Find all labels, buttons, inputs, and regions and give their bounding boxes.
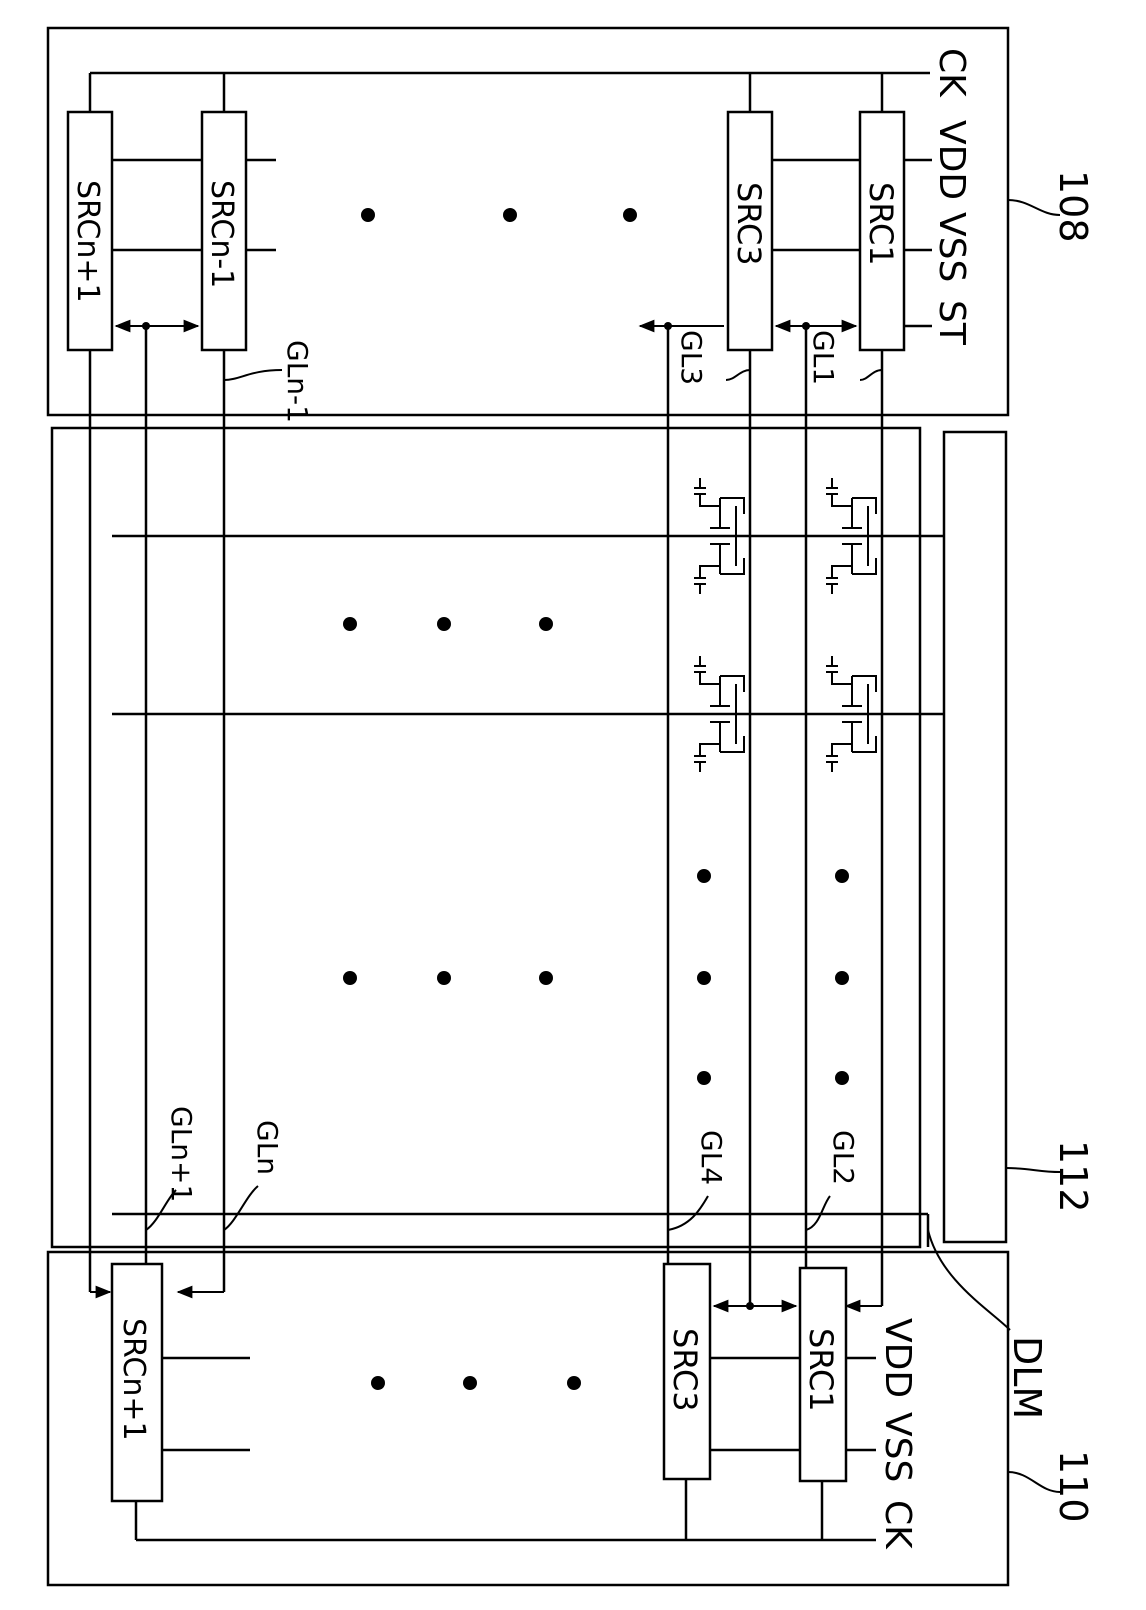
gl1-label: GL1 xyxy=(807,330,840,385)
bottom-srcn1-label: SRCn+1 xyxy=(116,1318,151,1441)
top-vss-label: VSS xyxy=(931,212,972,282)
top-ck-label: CK xyxy=(931,48,972,98)
data-driver-112 xyxy=(944,432,1006,1242)
leader-gln xyxy=(224,1186,258,1230)
bottom-ellipsis-dot xyxy=(371,1376,385,1390)
bottom-src3-label: SRC3 xyxy=(666,1328,704,1412)
ref-112-label: 112 xyxy=(1051,1140,1095,1213)
ref-110-label: 110 xyxy=(1051,1450,1095,1523)
leader-gln_1 xyxy=(224,370,282,380)
top-src1-label: SRC1 xyxy=(862,182,900,266)
top-st-label: ST xyxy=(931,300,972,346)
top-ellipsis-dot xyxy=(361,208,375,222)
gl4-label: GL4 xyxy=(695,1130,728,1185)
bottom-ck-label: CK xyxy=(877,1500,918,1550)
panel-ellipsis-dot xyxy=(343,617,357,631)
gln_1-label: GLn-1 xyxy=(281,340,314,423)
bottom-vdd-label: VDD xyxy=(877,1318,918,1398)
leader-gl1 xyxy=(860,370,882,380)
gl3-label: GL3 xyxy=(675,330,708,385)
bottom-gate-driver-block xyxy=(48,1252,1008,1585)
gln-label: GLn xyxy=(251,1120,284,1175)
top-srcn_1-label: SRCn-1 xyxy=(204,180,239,288)
bottom-src1-label: SRC1 xyxy=(802,1328,840,1412)
gln1-label: GLn+1 xyxy=(165,1106,198,1202)
bottom-vss-label: VSS xyxy=(877,1412,918,1482)
leader-gl3 xyxy=(726,370,750,380)
top-vdd-label: VDD xyxy=(931,120,972,200)
top-srcn1-label: SRCn+1 xyxy=(70,180,105,303)
gl2-label: GL2 xyxy=(827,1130,860,1185)
ref-108-label: 108 xyxy=(1051,170,1095,243)
top-src3-label: SRC3 xyxy=(730,182,768,266)
ref-dlm-label: DLM xyxy=(1005,1336,1049,1419)
bottom-block-frame xyxy=(48,1252,1008,1585)
leader-dlm xyxy=(928,1230,1010,1330)
